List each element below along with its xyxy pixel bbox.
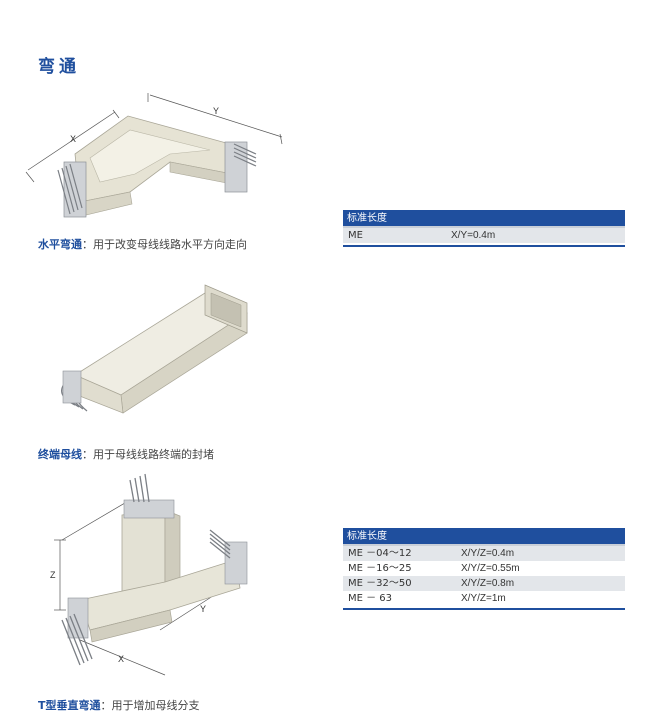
table-row: ME － 63 X/Y/Z=1m: [343, 591, 625, 606]
model-cell: ME －04～12: [348, 548, 412, 559]
caption-horizontal-elbow: 水平弯通：用于改变母线线路水平方向走向: [38, 236, 247, 252]
t-vertical-elbow-figure: Z X Y: [50, 473, 248, 676]
caption-desc: ：用于增加母线分支: [100, 699, 200, 712]
dim-y-label: Y: [200, 604, 206, 614]
dim-x-label: X: [70, 134, 76, 144]
table-header: 标准长度: [343, 528, 625, 546]
caption-title: 水平弯通: [38, 238, 82, 251]
table-row: ME －04～12 X/Y/Z=0.4m: [343, 546, 625, 561]
dim-z-label: Z: [50, 570, 56, 580]
caption-t-elbow: T型垂直弯通：用于增加母线分支: [38, 697, 200, 713]
horizontal-elbow-figure: X Y: [25, 93, 283, 218]
model-cell: ME: [348, 230, 363, 241]
table-row: ME －32～50 X/Y/Z=0.8m: [343, 576, 625, 591]
caption-end-busbar: 终端母线：用于母线线路终端的封堵: [38, 446, 214, 462]
dim-y-label: Y: [213, 106, 219, 116]
value-cell: X/Y/Z=0.8m: [461, 578, 515, 589]
end-busbar-figure: [61, 284, 248, 414]
caption-title: T型垂直弯通: [38, 699, 101, 712]
table-footer-rule: [343, 243, 625, 247]
page-title: 弯通: [38, 57, 80, 77]
table-row: ME X/Y=0.4m: [343, 228, 625, 243]
caption-desc: ：用于改变母线线路水平方向走向: [82, 238, 247, 251]
model-cell: ME －16～25: [348, 563, 412, 574]
value-cell: X/Y/Z=1m: [461, 593, 506, 604]
spec-table-elbow: 标准长度 ME X/Y=0.4m: [343, 210, 625, 247]
model-cell: ME － 63: [348, 593, 393, 604]
table-header: 标准长度: [343, 210, 625, 228]
value-cell: X/Y/Z=0.55m: [461, 563, 520, 574]
table-footer-rule: [343, 606, 625, 610]
spec-table-t-elbow: 标准长度 ME －04～12 X/Y/Z=0.4m ME －16～25 X/Y/…: [343, 528, 625, 610]
caption-title: 终端母线: [38, 448, 82, 461]
table-row: ME －16～25 X/Y/Z=0.55m: [343, 561, 625, 576]
model-cell: ME －32～50: [348, 578, 412, 589]
dim-x-label: X: [118, 654, 124, 664]
value-cell: X/Y/Z=0.4m: [461, 548, 515, 559]
value-cell: X/Y=0.4m: [451, 230, 496, 241]
caption-desc: ：用于母线线路终端的封堵: [82, 448, 214, 461]
